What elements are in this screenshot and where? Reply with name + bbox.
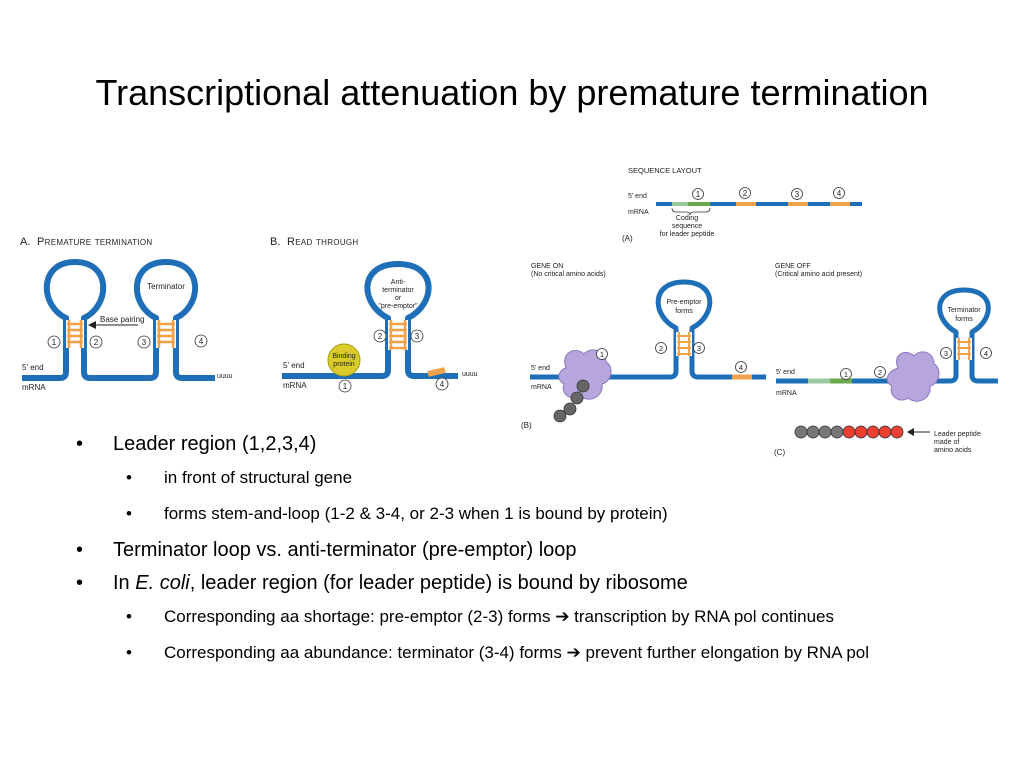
gene-on-pre-label-1: Pre-emptor (666, 299, 702, 306)
gene-on-marker-2: 2 (659, 344, 663, 353)
bullet-text: Corresponding aa shortage: pre-emptor (2… (164, 606, 556, 626)
bullet-text: Corresponding aa abundance: terminator (… (164, 643, 567, 663)
sub-bullet-structural-gene: in front of structural gene (72, 465, 952, 492)
seq-tag: (A) (622, 234, 633, 243)
gene-on-mrna-strand (530, 279, 766, 380)
bullet-terminator-loop: Terminator loop vs. anti-terminator (pre… (72, 538, 952, 563)
leader-label-3: amino acids (934, 447, 972, 454)
gene-on-marker-3: 3 (697, 344, 701, 353)
sub-bullet-stem-loop: forms stem-and-loop (1-2 & 3-4, or 2-3 w… (72, 501, 952, 528)
panel-a-heading: Premature termination (37, 236, 153, 248)
panel-b-anti-label-4: "pre-emptor" (378, 303, 418, 310)
binding-protein-label-1: Binding (332, 353, 355, 360)
panel-b-read-through: B. Read through Anti- terminator or "pre… (270, 236, 478, 393)
bullet-text: , leader region (for leader peptide) is … (189, 571, 688, 594)
panel-a-base-pairing-label: Base pairing (100, 315, 144, 324)
gene-on-tag: (B) (521, 421, 532, 430)
panel-b-five-end-label: 5' end (283, 361, 305, 370)
gene-off-marker-2: 2 (878, 368, 882, 377)
binding-protein-icon (327, 343, 361, 377)
panel-a-premature-termination: A. Premature termination Terminator Base… (20, 236, 233, 392)
panel-a-mrna-label: mRNA (22, 383, 46, 392)
slide-title: Transcriptional attenuation by premature… (95, 72, 929, 113)
gene-on-heading: GENE ON (531, 263, 563, 270)
gene-on-mrna-label: mRNA (531, 384, 552, 391)
panel-b-uuuu-label: uuuu (462, 371, 478, 378)
gene-on-ribosome-icon (558, 349, 612, 400)
right-arrow-icon: ➔ (566, 643, 581, 664)
gene-on-sub: (No critical amino acids) (531, 271, 606, 278)
bullet-text: In (113, 571, 136, 594)
panel-b-marker-2: 2 (378, 332, 383, 341)
gene-on-marker-1: 1 (600, 350, 604, 359)
seq-marker-2: 2 (743, 189, 748, 198)
ecoli-italic: E. coli (135, 571, 190, 594)
panel-b-marker-3: 3 (415, 332, 420, 341)
gene-off-sub: (Critical amino acid present) (775, 271, 862, 278)
gene-on-peptide-chain (553, 379, 590, 423)
sub-bullet-aa-abundance: Corresponding aa abundance: terminator (… (72, 640, 952, 667)
seq-coding-label-3: for leader peptide (660, 231, 715, 238)
seq-coding-label-2: sequence (672, 223, 702, 230)
bullet-text: forms stem-and-loop (1-2 & 3-4, or 2-3 w… (164, 504, 668, 524)
base-pairing-arrow-icon (88, 321, 96, 329)
bullet-list: Leader region (1,2,3,4) in front of stru… (72, 432, 952, 676)
panel-b-prefix: B. (270, 236, 280, 248)
panel-b-anti-label-3: or (395, 295, 402, 302)
bullet-ecoli: In E. coli, leader region (for leader pe… (72, 571, 952, 596)
panel-b-anti-label-1: Anti- (391, 279, 406, 286)
bullet-text: Leader region (1,2,3,4) (113, 433, 317, 455)
panel-b-mrna-label: mRNA (283, 381, 307, 390)
seq-mrna-label: mRNA (628, 209, 649, 216)
panel-a-mrna-strand (22, 259, 215, 381)
bullet-text: transcription by RNA pol continues (569, 606, 835, 626)
gene-on-marker-4: 4 (739, 363, 743, 372)
panel-a-uuuu-label: uuuu (217, 373, 233, 380)
gene-off-ribosome-icon (886, 351, 940, 402)
panel-b-marker-4: 4 (440, 380, 445, 389)
gene-off-five-end-label: 5' end (776, 369, 795, 376)
panel-b-marker-1: 1 (343, 382, 348, 391)
panel-a-marker-3: 3 (142, 338, 147, 347)
leader-label-1: Leader peptide (934, 431, 981, 438)
seq-marker-1: 1 (696, 190, 701, 199)
gene-off-marker-3: 3 (944, 349, 948, 358)
binding-protein-label-2: protein (333, 361, 355, 368)
gene-on-pre-label-2: forms (675, 308, 693, 315)
bullet-text: Terminator loop vs. anti-terminator (pre… (113, 538, 577, 561)
panel-sequence-layout: SEQUENCE LAYOUT 5' end mRNA Coding seque… (622, 166, 862, 243)
seq-five-end-label: 5' end (628, 193, 647, 200)
panel-b-anti-label-2: terminator (382, 287, 414, 294)
gene-on-five-end-label: 5' end (531, 365, 550, 372)
seq-coding-label-1: Coding (676, 215, 698, 222)
panel-a-marker-2: 2 (94, 338, 99, 347)
sub-bullet-aa-shortage: Corresponding aa shortage: pre-emptor (2… (72, 604, 952, 631)
bullet-text: in front of structural gene (164, 468, 353, 487)
bullet-leader-region: Leader region (1,2,3,4) (72, 432, 952, 457)
gene-off-term-label-1: Terminator (947, 307, 981, 314)
panel-a-five-end-label: 5' end (22, 363, 44, 372)
seq-heading: SEQUENCE LAYOUT (628, 166, 702, 175)
panel-a-marker-4: 4 (199, 337, 204, 346)
panel-b-heading: Read through (287, 236, 359, 248)
gene-off-term-label-2: forms (955, 316, 973, 323)
bullet-text: prevent further elongation by RNA pol (580, 643, 870, 663)
panel-a-marker-1: 1 (52, 338, 57, 347)
seq-marker-4: 4 (837, 189, 842, 198)
panel-a-prefix: A. (20, 236, 30, 248)
panel-a-terminator-label: Terminator (147, 282, 185, 291)
gene-off-mrna-strand (776, 287, 998, 384)
gene-off-marker-1: 1 (844, 370, 848, 379)
gene-off-mrna-label: mRNA (776, 390, 797, 397)
seq-marker-3: 3 (795, 190, 800, 199)
panel-gene-off: GENE OFF (Critical amino acid present) T… (774, 263, 998, 457)
gene-off-marker-4: 4 (984, 349, 988, 358)
panel-b-mrna-strand (282, 261, 458, 379)
right-arrow-icon: ➔ (555, 606, 570, 627)
panel-gene-on: GENE ON (No critical amino acids) Pre-em… (521, 263, 766, 430)
gene-off-heading: GENE OFF (775, 263, 811, 270)
